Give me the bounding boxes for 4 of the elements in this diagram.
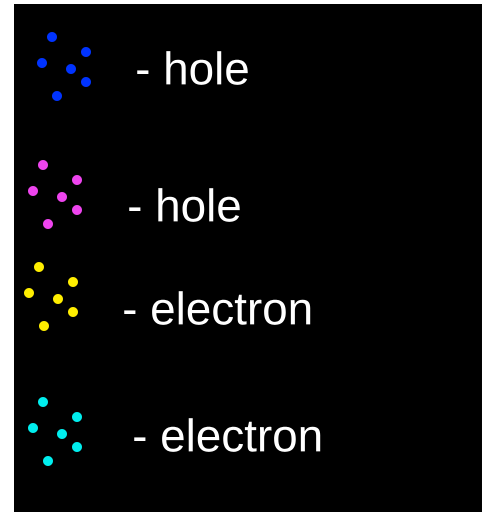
legend-label: - electron [134, 418, 320, 452]
legend-label: - electron [124, 291, 310, 325]
legend-label: - hole [137, 51, 248, 85]
legend-label: - hole [129, 188, 240, 222]
